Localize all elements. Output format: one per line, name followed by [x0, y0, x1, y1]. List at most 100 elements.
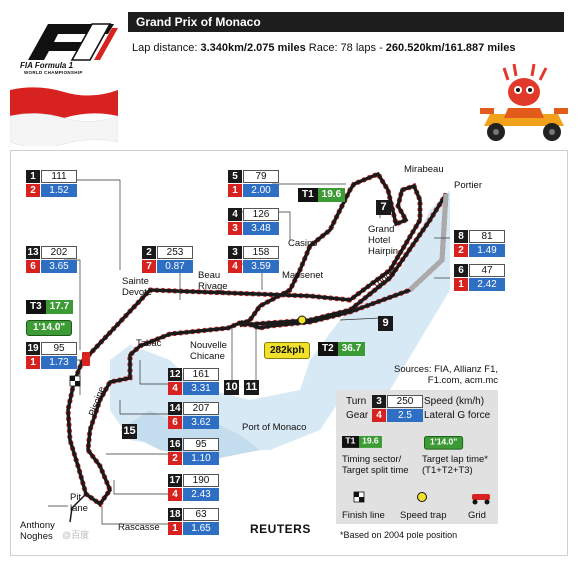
turn-number: 5: [228, 170, 242, 183]
race-distance-value: 260.520km/161.887 miles: [385, 42, 516, 54]
corner-speed: 81: [469, 230, 505, 243]
finish-line-icon: [69, 375, 81, 387]
turn-number: 14: [168, 402, 182, 415]
harbour-basin: [120, 410, 260, 460]
turn-number-11: 11: [244, 380, 259, 395]
monaco-flag: [10, 87, 118, 146]
label-rascasse: Rascasse: [118, 522, 160, 533]
turn-number: 17: [168, 474, 182, 487]
speed-trap-marker: [297, 315, 307, 325]
turn-number-10: 10: [224, 380, 239, 395]
header-title: Grand Prix of Monaco: [128, 12, 564, 32]
corner-lateral: 1.52: [41, 184, 77, 197]
corner-gear: 2: [168, 452, 182, 465]
mascot-car-image: [480, 63, 568, 141]
legend-target-sample: 1'14.0": [424, 436, 464, 450]
legend-turn-sample: 3: [372, 395, 386, 408]
legend-turn-label: Turn: [346, 396, 367, 407]
footnote: *Based on 2004 pole position: [340, 530, 458, 540]
grid-car-icon: [472, 494, 490, 505]
legend-speed-sample: 250: [387, 395, 423, 408]
corner-speed: 202: [41, 246, 77, 259]
corner-box-13: 13 202 6 3.65: [26, 246, 77, 273]
corner-speed: 126: [243, 208, 279, 221]
corner-lateral: 3.62: [183, 416, 219, 429]
turn-number-15: 15: [122, 424, 137, 439]
corner-lateral: 3.48: [243, 222, 279, 235]
f1-logo: [28, 23, 118, 61]
label-nouvelle-chicane: Nouvelle Chicane: [190, 340, 227, 362]
label-port-of-monaco: Port of Monaco: [242, 422, 307, 433]
corner-box-8: 8 81 2 1.49: [454, 230, 505, 257]
race-label: Race: 78 laps -: [305, 42, 386, 54]
label-sainte-devote: Sainte Devote: [122, 276, 153, 298]
corner-gear: 1: [228, 184, 242, 197]
corner-box-19: 19 95 1 1.73: [26, 342, 77, 369]
legend-gear-sample: 4: [372, 409, 386, 422]
speed-trap-icon: [417, 492, 427, 502]
corner-gear: 4: [168, 382, 182, 395]
logo-text: FIA Formula 1: [20, 61, 74, 70]
corner-lateral: 1.65: [183, 522, 219, 535]
turn-number: 12: [168, 368, 182, 381]
legend-sample-box: 3 250 4 2.5: [372, 395, 423, 422]
sector-time: 19.6: [358, 436, 383, 448]
turn-number: 16: [168, 438, 182, 451]
label-tabac: Tabac: [136, 338, 162, 349]
corner-lateral: 3.59: [243, 260, 279, 273]
corner-speed: 95: [41, 342, 77, 355]
track-line: [66, 171, 448, 507]
corner-gear: 7: [142, 260, 156, 273]
lap-distance-label: Lap distance:: [132, 42, 201, 54]
corner-lateral: 1.49: [469, 244, 505, 257]
corner-gear: 6: [168, 416, 182, 429]
corner-lateral: 1.73: [41, 356, 77, 369]
corner-lateral: 3.31: [183, 382, 219, 395]
finish-flag-icon: [353, 491, 365, 503]
legend-speed-desc: Speed (km/h): [424, 396, 485, 407]
corner-lateral: 2.43: [183, 488, 219, 501]
logo-subtext: WORLD CHAMPIONSHIP: [24, 70, 83, 75]
corner-lateral: 0.87: [157, 260, 193, 273]
label-grand-hotel: Grand Hotel Hairpin: [368, 224, 399, 257]
legend-gear-label: Gear: [346, 410, 369, 421]
corner-gear: 3: [228, 222, 242, 235]
corner-box-16: 16 95 2 1.10: [168, 438, 219, 465]
corner-box-6: 6 47 1 2.42: [454, 264, 505, 291]
corner-gear: 4: [228, 260, 242, 273]
corner-box-14: 14 207 6 3.62: [168, 402, 219, 429]
legend-sector-desc: Timing sector/ Target split time: [342, 454, 409, 476]
target-lap-time: 1'14.0": [26, 320, 73, 336]
sector-label: T1: [298, 188, 318, 202]
turn-number: 2: [142, 246, 156, 259]
corner-speed: 111: [41, 170, 77, 183]
legend-grid-label: Grid: [468, 510, 486, 521]
corner-lateral: 3.65: [41, 260, 77, 273]
legend-trap-label: Speed trap: [400, 510, 447, 521]
legend-finish-label: Finish line: [342, 510, 385, 521]
watermark: @百度: [62, 530, 90, 540]
corner-speed: 47: [469, 264, 505, 277]
corner-gear: 2: [454, 244, 468, 257]
sector-time: 19.6: [317, 188, 346, 202]
corner-gear: 1: [454, 278, 468, 291]
lap-distance-value: 3.340km/2.075 miles: [200, 42, 306, 54]
corner-speed: 253: [157, 246, 193, 259]
sector-label: T2: [318, 342, 338, 356]
legend-lateral-desc: Lateral G force: [424, 410, 491, 421]
corner-box-12: 12 161 4 3.31: [168, 368, 219, 395]
corner-gear: 1: [168, 522, 182, 535]
label-pit-lane: Pit lane: [70, 492, 88, 514]
speed-trap-value: 282kph: [264, 342, 311, 359]
corner-lateral: 2.00: [243, 184, 279, 197]
corner-box-4: 4 126 3 3.48: [228, 208, 279, 235]
turn-number: 6: [454, 264, 468, 277]
label-anthony-noghes: Anthony Noghes: [20, 520, 55, 542]
legend-icons: [353, 491, 490, 505]
corner-lateral: 2.42: [469, 278, 505, 291]
sector-label: T1: [342, 436, 359, 448]
sector-time: 36.7: [337, 342, 366, 356]
turn-number: 19: [26, 342, 40, 355]
reuters-credit: REUTERS: [250, 522, 311, 536]
